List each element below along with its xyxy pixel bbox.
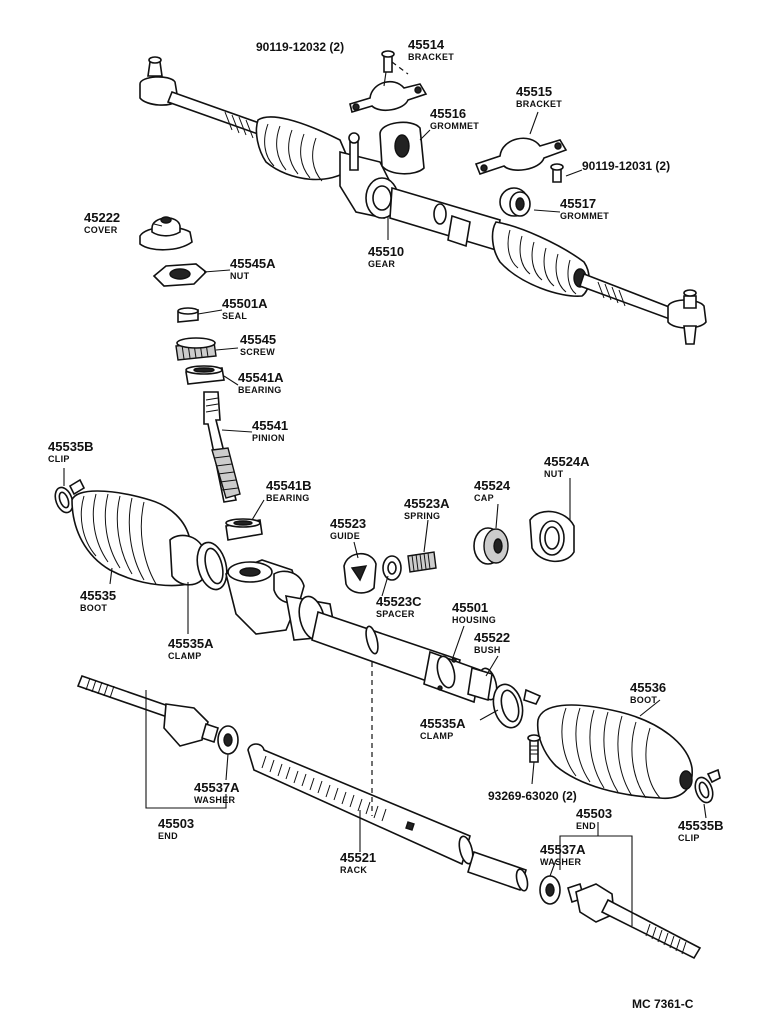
callout-name: BEARING: [238, 385, 282, 395]
callout-number: 45503: [158, 816, 194, 831]
spacer-45523C-illustration: [382, 555, 402, 581]
callout-number: 93269-63020 (2): [488, 789, 577, 803]
callout-number: 45510: [368, 244, 404, 259]
nut-45545A-illustration: [152, 263, 208, 287]
callout-number: 45503: [576, 806, 612, 821]
callout-number: 45545: [240, 332, 276, 347]
callout-number: 45516: [430, 106, 466, 121]
callout-number: 45222: [84, 210, 120, 225]
callout-number: 45545A: [230, 256, 276, 271]
callout-number: 45522: [474, 630, 510, 645]
clamp-45535A-right-illustration: [492, 683, 542, 729]
callout-number: 45523: [330, 516, 366, 531]
callout-name: GROMMET: [560, 211, 609, 221]
callout-number: 45535B: [48, 439, 94, 454]
washer-45537A-left-illustration: [217, 725, 239, 755]
bolt-93269-63020-illustration: [527, 734, 541, 763]
callout-number: 45537A: [194, 780, 240, 795]
callout-number: 45535: [80, 588, 116, 603]
callout-number: 45535B: [678, 818, 724, 833]
callout-number: 45535A: [420, 716, 466, 731]
clip-45535B-left-illustration: [54, 478, 86, 514]
callout-name: BRACKET: [516, 99, 562, 109]
guide-45523-illustration: [343, 552, 377, 594]
callout-name: GROMMET: [430, 121, 479, 131]
callout-number: 45524: [474, 478, 511, 493]
callout-name: SCREW: [240, 347, 275, 357]
callout-number: 45523A: [404, 496, 450, 511]
clip-45535B-right-illustration: [694, 768, 721, 804]
callout-number: 45514: [408, 37, 445, 52]
part-labels: 90119-12032 (2) 45514 BRACKET 45516 GROM…: [48, 37, 724, 1011]
callout-name: NUT: [230, 271, 250, 281]
pinion-45541-illustration: [203, 391, 241, 503]
callout-name: BOOT: [630, 695, 657, 705]
callout-name: END: [576, 821, 596, 831]
callout-number: 45515: [516, 84, 552, 99]
drawing-code: MC 7361-C: [632, 997, 694, 1011]
callout-name: GEAR: [368, 259, 395, 269]
screw-45545-illustration: [175, 337, 217, 361]
bracket-45514-illustration: [349, 50, 428, 114]
washer-45537A-right-illustration: [539, 875, 561, 905]
callout-name: BRACKET: [408, 52, 454, 62]
end-45503-left-illustration: [76, 674, 219, 747]
callout-number: 45524A: [544, 454, 590, 469]
callout-name: CLAMP: [420, 731, 454, 741]
callout-name: COVER: [84, 225, 118, 235]
callout-name: SPRING: [404, 511, 440, 521]
callout-name: BOOT: [80, 603, 107, 613]
gear-assembly-illustration: [139, 56, 707, 345]
boot-45535-illustration: [71, 490, 207, 587]
callout-name: BUSH: [474, 645, 501, 655]
callout-number: 45521: [340, 850, 376, 865]
callout-name: CLAMP: [168, 651, 202, 661]
callout-number: 45501: [452, 600, 488, 615]
callout-name: PINION: [252, 433, 285, 443]
grommet-45516-illustration: [379, 121, 425, 175]
bracket-45515-illustration: [474, 137, 568, 183]
callout-name: NUT: [544, 469, 564, 479]
callout-name: WASHER: [540, 857, 582, 867]
callout-number: 90119-12032 (2): [256, 40, 344, 54]
callout-number: 45535A: [168, 636, 214, 651]
callout-name: CLIP: [48, 454, 70, 464]
clamp-45535A-left-illustration: [196, 541, 228, 591]
callout-name: WASHER: [194, 795, 236, 805]
callout-name: SEAL: [222, 311, 247, 321]
seal-45501A-illustration: [177, 307, 199, 323]
grommet-45517-illustration: [499, 187, 531, 217]
callout-name: CAP: [474, 493, 494, 503]
end-45503-right-illustration: [567, 882, 702, 960]
nut-45524A-illustration: [529, 510, 575, 563]
bearing-45541B-illustration: [225, 518, 263, 541]
callout-name: GUIDE: [330, 531, 360, 541]
bearing-45541A-illustration: [185, 365, 225, 385]
callout-name: HOUSING: [452, 615, 496, 625]
callout-name: SPACER: [376, 609, 415, 619]
callout-name: BEARING: [266, 493, 310, 503]
callout-number: 45536: [630, 680, 666, 695]
housing-45501-illustration: [225, 559, 498, 704]
cap-45524-illustration: [473, 527, 509, 565]
callout-number: 90119-12031 (2): [582, 159, 670, 173]
rack-45521-illustration: [247, 743, 529, 892]
callout-number: 45523C: [376, 594, 422, 609]
callout-number: 45517: [560, 196, 596, 211]
callout-number: 45541B: [266, 478, 312, 493]
callout-name: END: [158, 831, 178, 841]
callout-number: 45501A: [222, 296, 268, 311]
callout-name: RACK: [340, 865, 367, 875]
callout-name: CLIP: [678, 833, 700, 843]
cover-45222-illustration: [139, 216, 193, 251]
leader-lines: [63, 71, 707, 926]
boot-45536-illustration: [536, 704, 693, 799]
callout-number: 45541: [252, 418, 288, 433]
spring-45523A-illustration: [407, 551, 437, 573]
callout-number: 45537A: [540, 842, 586, 857]
callout-number: 45541A: [238, 370, 284, 385]
